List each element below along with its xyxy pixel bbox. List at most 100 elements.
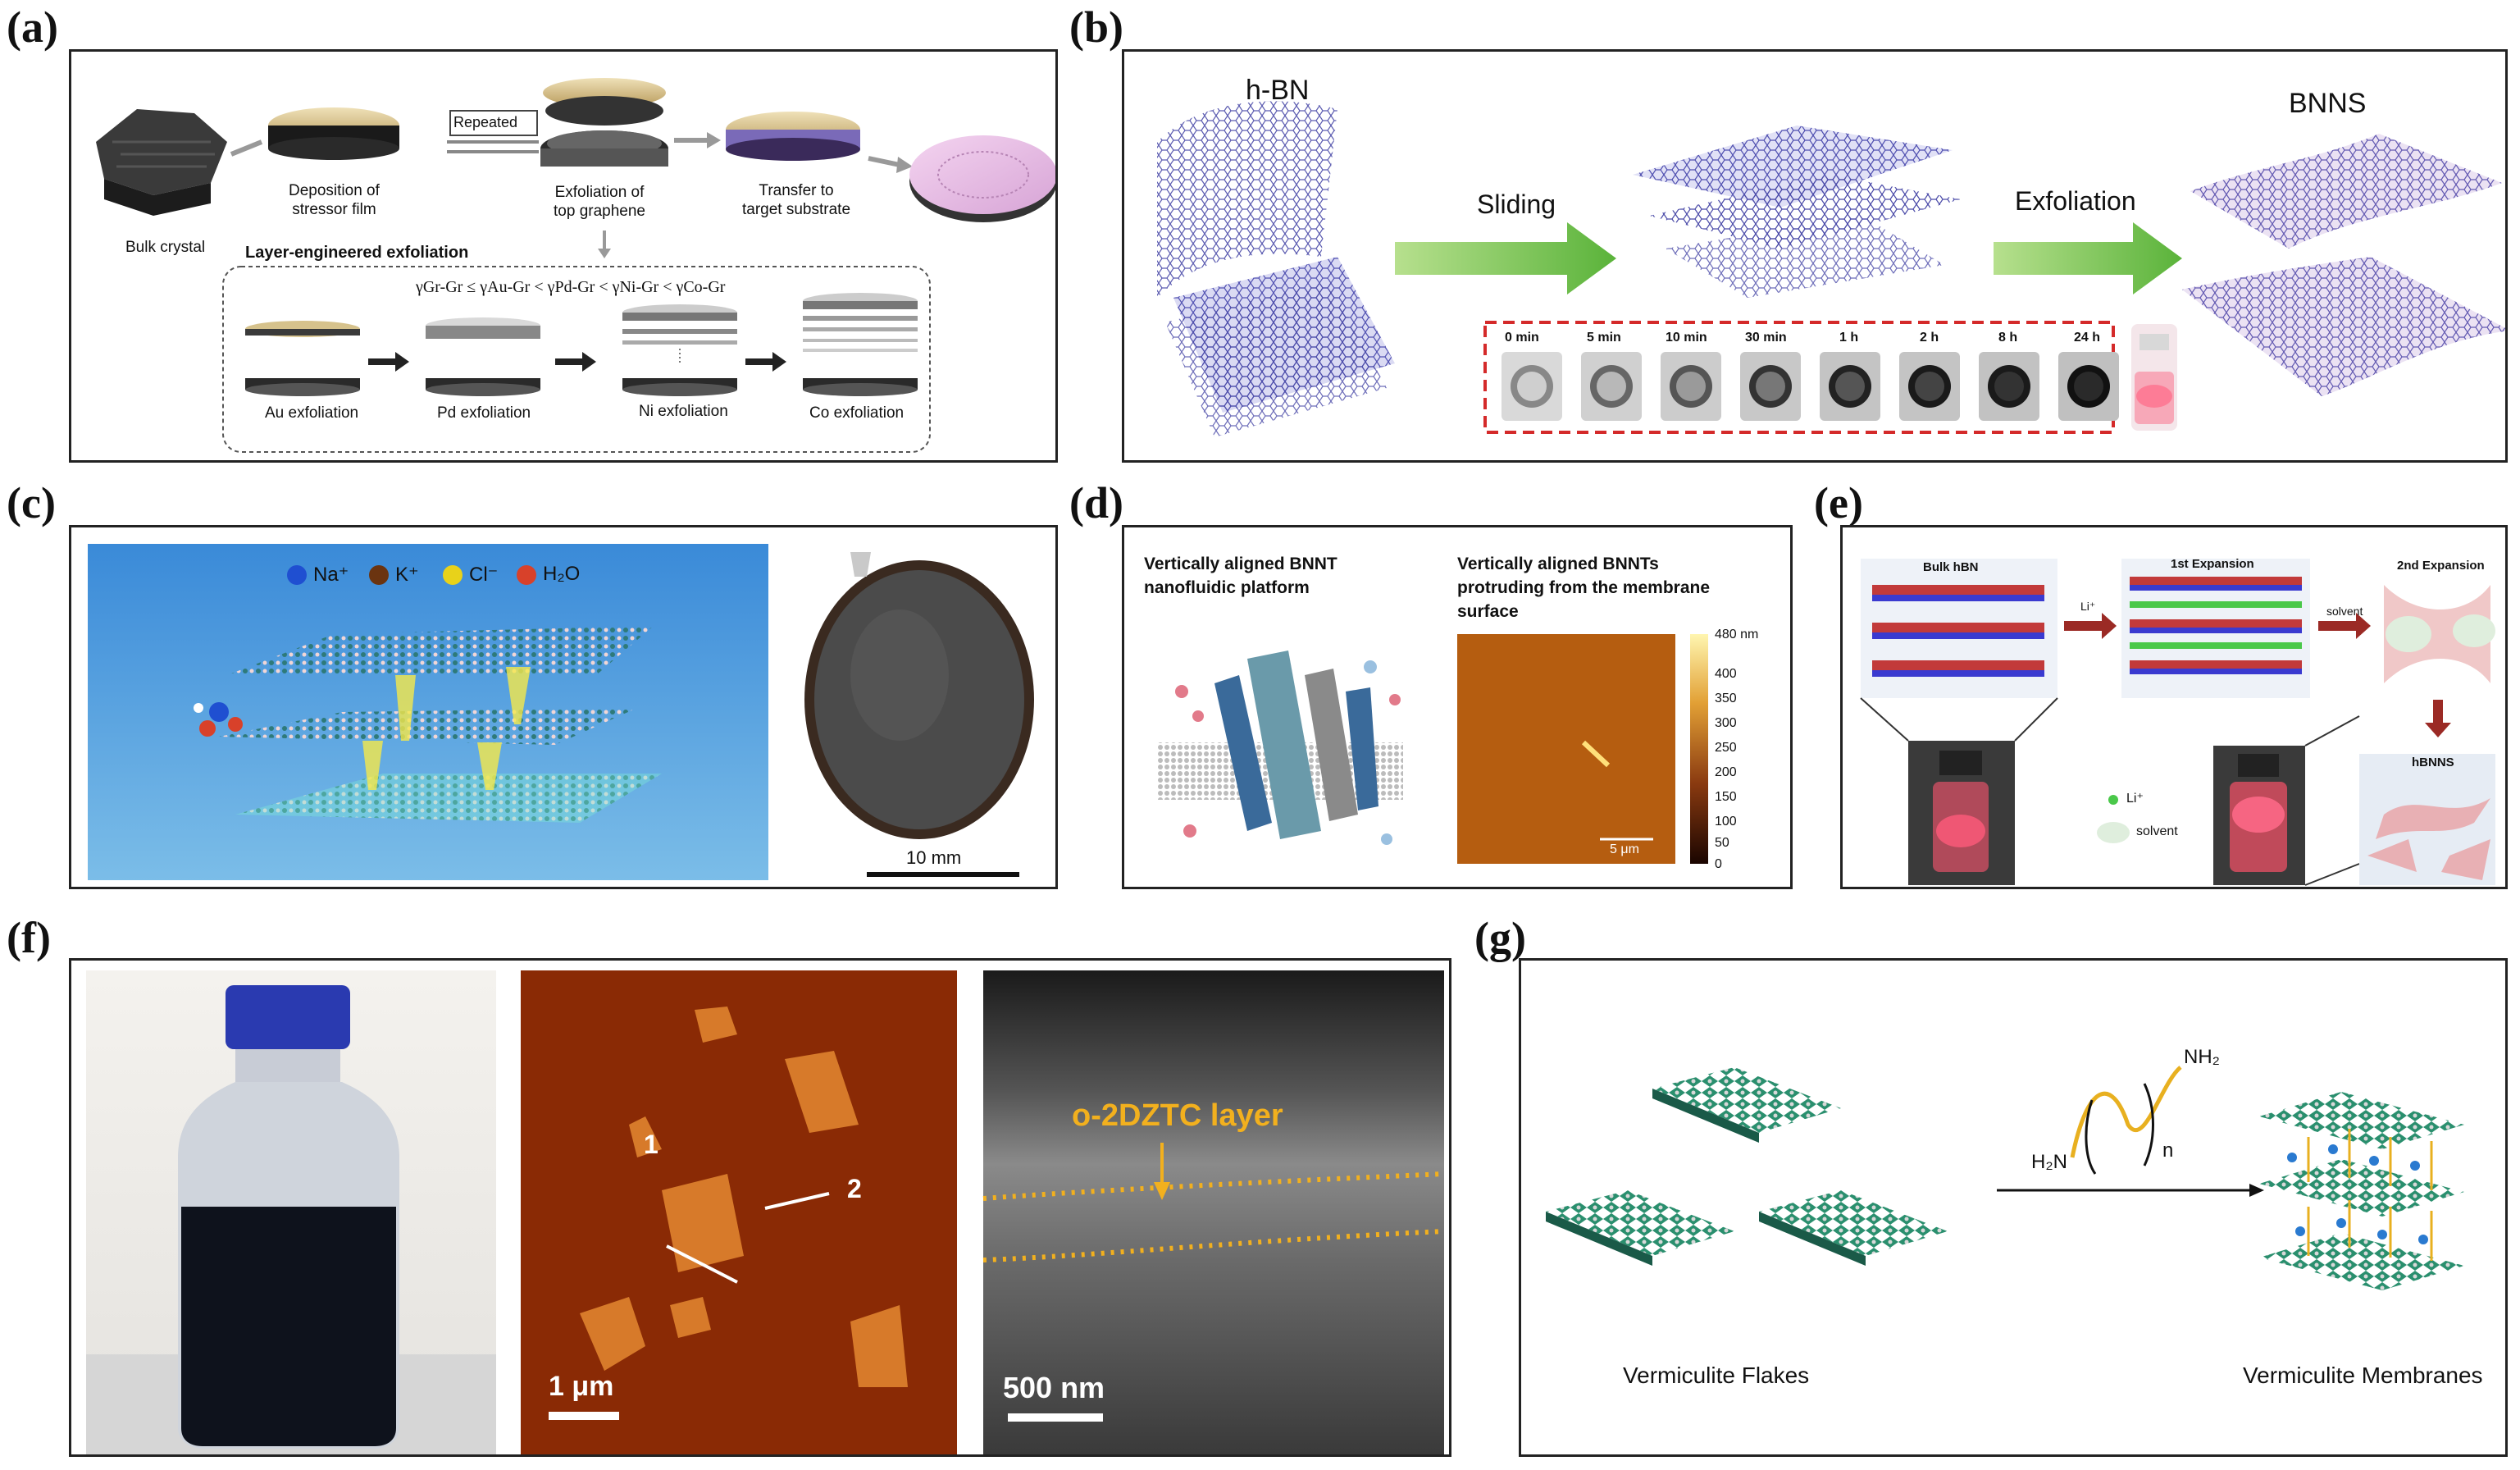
bulk-hbn-graphic (1861, 559, 2057, 698)
cbar-tick-250: 250 (1715, 741, 1737, 755)
li-arrow-label: Li⁺ (2080, 600, 2096, 613)
step-ni-label: Ni exfoliation (639, 403, 728, 420)
panel-f-drawing (86, 970, 1445, 1454)
sem-image (983, 970, 1444, 1454)
cbar-tick-50: 50 (1715, 836, 1729, 850)
legend-na-dot (287, 565, 307, 585)
afm-flakes-graphic (580, 1007, 908, 1387)
panel-f: 1 2 1 μm o-2DZTC layer 500 nm (69, 958, 1451, 1457)
panel-letter-g: (g) (1474, 913, 1526, 962)
timeline-box (1483, 321, 2115, 434)
panel-e-drawing (1860, 559, 2495, 886)
legend-li-label: Li⁺ (2126, 792, 2144, 806)
bulk-crystal-graphic (96, 109, 227, 216)
legend-na-label: Na⁺ (313, 564, 349, 586)
diamine-chain (2070, 1066, 2182, 1158)
bulk-crystal-label: Bulk crystal (125, 239, 206, 256)
step-co-label: Co exfoliation (809, 404, 905, 422)
ni-exfoliation-graphic (622, 304, 737, 396)
transfer-disc-graphic (726, 112, 860, 161)
panel-letter-a: (a) (7, 2, 58, 52)
time-1h: 1 h (1839, 331, 1859, 345)
cbar-tick-400: 400 (1715, 667, 1737, 681)
solvent-arrow-label: solvent (2326, 605, 2363, 618)
n-subscript-label: n (2162, 1139, 2174, 1162)
panel-d-drawing (1157, 634, 1708, 864)
scale-10mm-label: 10 mm (906, 847, 962, 868)
target-substrate-graphic (909, 135, 1055, 222)
first-expansion-graphic (2121, 559, 2310, 698)
hbn-label: h-BN (1246, 75, 1310, 106)
co-exfoliation-graphic (803, 293, 918, 396)
time-8h: 8 h (1998, 331, 2018, 345)
layer-bottom-boundary (982, 1229, 1445, 1262)
legend-k-label: K⁺ (395, 564, 419, 586)
time-0min: 0 min (1505, 331, 1539, 345)
solvent-arrow (2318, 613, 2371, 639)
legend-solvent-label: solvent (2136, 824, 2178, 838)
step-au-label: Au exfoliation (265, 404, 359, 422)
panel-g-drawing (1546, 1066, 2464, 1290)
pd-exfoliation-graphic (426, 317, 540, 396)
panel-letter-c: (c) (7, 478, 56, 527)
panel-c-drawing (88, 544, 1034, 880)
cbar-tick-480: 480 nm (1715, 628, 1759, 641)
panel-letter-e: (e) (1814, 478, 1863, 527)
panel-b: h-BN Sliding Exfoliation BNNS 0 min 5 mi… (1122, 49, 2508, 463)
cbar-tick-350: 350 (1715, 692, 1737, 705)
cbar-tick-300: 300 (1715, 716, 1737, 730)
vermiculite-flakes-graphic (1546, 1067, 1948, 1266)
cbar-tick-100: 100 (1715, 815, 1737, 829)
panel-a-drawing (96, 78, 1055, 453)
legend-h2o-label: H₂O (543, 563, 581, 585)
membrane-photo-graphic (804, 552, 1034, 839)
time-24h: 24 h (2074, 331, 2101, 345)
bulk-hbn-label: Bulk hBN (1923, 560, 1979, 574)
au-exfoliation-graphic (245, 321, 360, 396)
first-expansion-label: 1st Expansion (2171, 557, 2254, 571)
exfoliation-arrow (1994, 222, 2182, 294)
exfoliation-disc-graphic (540, 78, 668, 167)
glowing-vial-graphic (2131, 324, 2177, 431)
cbar-tick-200: 200 (1715, 765, 1737, 779)
vermiculite-membranes-label: Vermiculite Membranes (2243, 1363, 2483, 1388)
layer-engineered-box (222, 266, 931, 453)
legend-solvent-shape (2097, 822, 2130, 843)
panel-c: Na⁺ K⁺ Cl⁻ H₂O 10 mm (69, 525, 1058, 889)
h2n-label: H₂N (2031, 1151, 2067, 1173)
li-arrow (2064, 613, 2117, 639)
layered-membrane-graphic (194, 626, 662, 823)
panel-e: Bulk hBN 1st Expansion 2nd Expansion Li⁺… (1840, 525, 2508, 889)
legend-cl-dot (443, 565, 463, 585)
step-pd-label: Pd exfoliation (437, 404, 531, 422)
legend-li-dot (2108, 795, 2118, 805)
time-10min: 10 min (1666, 331, 1707, 345)
vermiculite-flakes-label: Vermiculite Flakes (1623, 1363, 1810, 1388)
layer-top-boundary (982, 1171, 1445, 1201)
repeated-label: Repeated (453, 114, 518, 130)
bnns-sheets-graphic (2182, 134, 2505, 396)
bnnt-membrane-graphic (1157, 651, 1403, 845)
cbar-tick-150: 150 (1715, 790, 1737, 804)
vermiculite-membranes-graphic (2259, 1092, 2464, 1290)
time-5min: 5 min (1587, 331, 1621, 345)
legend-k-dot (369, 565, 389, 585)
panel-b-drawing (1157, 101, 2505, 437)
down-arrow (2425, 700, 2451, 737)
scale-1um-label: 1 μm (549, 1371, 614, 1402)
layer-engineered-title: Layer-engineered exfoliation (245, 244, 469, 262)
afm-label-1: 1 (644, 1130, 658, 1159)
panel-g: NH₂ H₂N n Vermiculite Flakes Vermiculite… (1519, 958, 2508, 1457)
panel-letter-d: (d) (1069, 478, 1123, 527)
afm-label-2: 2 (847, 1174, 862, 1203)
scale-500nm-label: 500 nm (1003, 1371, 1105, 1404)
afm-colorbar (1690, 634, 1708, 864)
exfoliation-label: Exfoliation (2015, 186, 2136, 216)
scale-bar-10mm (867, 872, 1019, 877)
scale-5um-label: 5 μm (1610, 842, 1639, 856)
second-expansion-label: 2nd Expansion (2397, 559, 2485, 573)
surface-energy-inequality: γGr-Gr ≤ γAu-Gr < γPd-Gr < γNi-Gr < γCo-… (416, 278, 726, 296)
